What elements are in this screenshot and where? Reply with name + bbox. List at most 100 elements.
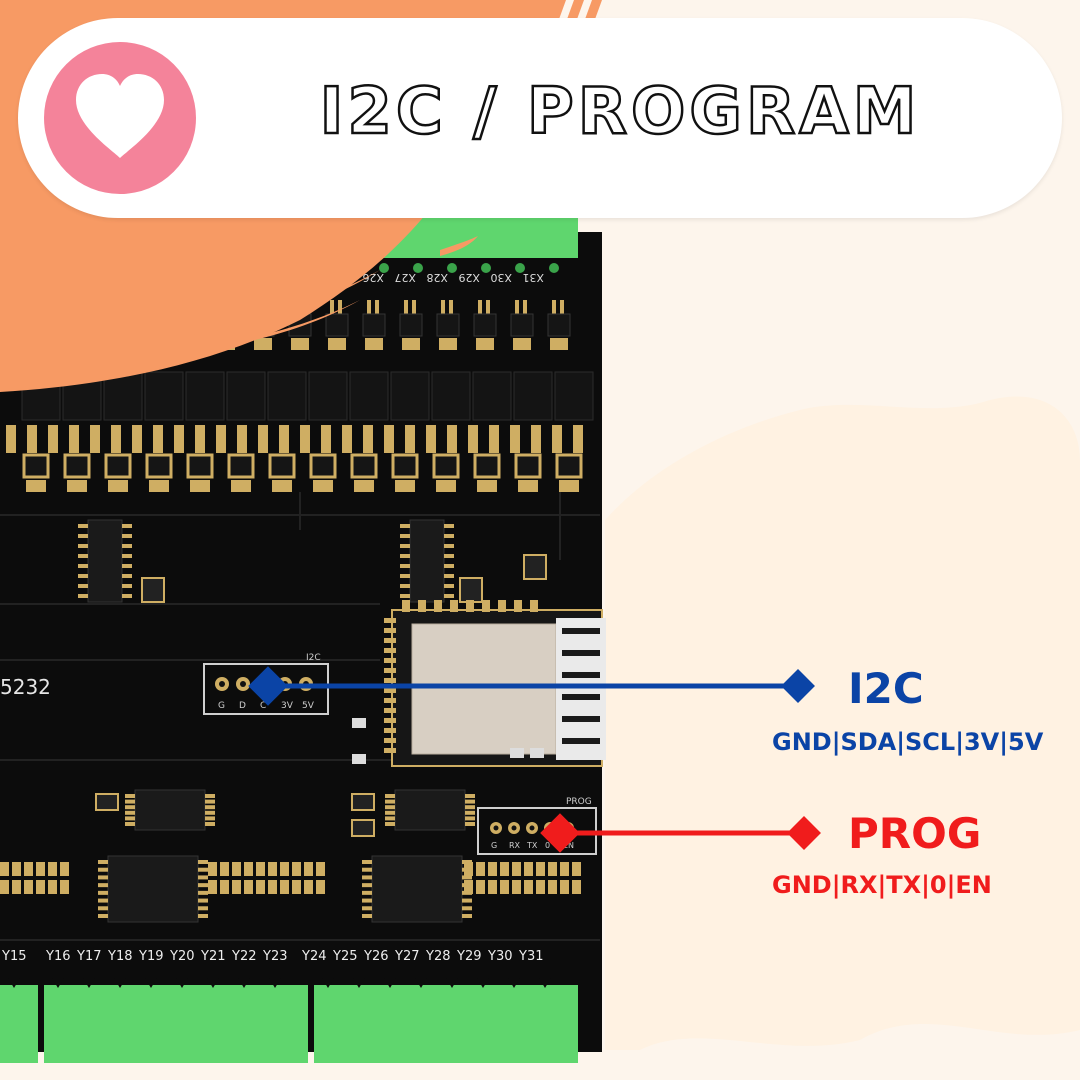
ic-chip — [371, 855, 463, 923]
smd-pad — [510, 748, 524, 758]
pin-pad — [559, 480, 579, 492]
pad — [36, 862, 45, 876]
smd-component — [104, 453, 132, 479]
relay-block — [144, 371, 184, 421]
ic-pin — [78, 574, 88, 578]
pin-pad — [375, 300, 379, 314]
prog-callout-pins: GND|RX|TX|0|EN — [772, 871, 992, 899]
pad — [292, 880, 301, 894]
esp-pin — [384, 658, 396, 663]
smd-component — [432, 453, 460, 479]
pad — [476, 880, 485, 894]
pin-pad — [254, 338, 272, 350]
pad — [447, 425, 457, 453]
esp-pin — [530, 600, 538, 612]
bottom-terminal-label: Y27 — [394, 949, 419, 964]
esp-pin — [384, 708, 396, 713]
antenna-trace — [562, 650, 600, 656]
terminal-screw — [114, 978, 126, 988]
ic-pin — [122, 534, 132, 538]
prog-connector-line — [540, 813, 821, 853]
pad — [573, 425, 583, 453]
ic-pin — [400, 574, 410, 578]
pad — [488, 880, 497, 894]
ic-pin — [198, 860, 208, 864]
pad — [208, 862, 217, 876]
pin-pad — [477, 480, 497, 492]
ic-pin — [444, 584, 454, 588]
antenna-trace — [562, 672, 600, 678]
ic-pin — [125, 822, 135, 826]
pad — [268, 880, 277, 894]
terminal-screw — [8, 978, 20, 988]
pad — [405, 425, 415, 453]
pin-pad — [26, 480, 46, 492]
pad — [256, 880, 265, 894]
ic-pin — [98, 898, 108, 903]
smd-component — [514, 453, 542, 479]
bottom-terminal-label: Y24 — [301, 949, 326, 964]
pad — [12, 862, 21, 876]
esp-pin — [498, 600, 506, 612]
esp-pin — [514, 600, 522, 612]
header-pin-hole — [219, 681, 225, 687]
ic-pin — [122, 594, 132, 598]
ic-pin — [385, 805, 395, 810]
pin-pad — [367, 300, 371, 314]
pad — [279, 425, 289, 453]
transistor — [325, 313, 349, 337]
ic-pin — [205, 799, 215, 804]
ic-pin — [205, 822, 215, 826]
ic-pin — [400, 524, 410, 528]
pad — [60, 880, 69, 894]
ic-pin — [400, 564, 410, 568]
pad — [69, 425, 79, 453]
ic-pin — [122, 524, 132, 528]
ic-pin — [205, 810, 215, 815]
prog-pin-silk: EN — [563, 841, 574, 850]
smd-component — [186, 453, 214, 479]
relay-block — [267, 371, 307, 421]
terminal-screw — [446, 978, 458, 988]
pad — [48, 880, 57, 894]
antenna-trace — [562, 738, 600, 744]
pin-pad — [560, 300, 564, 314]
ic-chip — [134, 789, 206, 831]
background-blob — [605, 396, 1080, 1050]
pad — [216, 425, 226, 453]
ic-pin — [362, 883, 372, 888]
bottom-terminal-label: Y17 — [76, 949, 101, 964]
ic-pin — [125, 805, 135, 810]
prog-callout-title: PROG — [848, 809, 982, 858]
i2c-header-outline — [203, 663, 329, 715]
smd-component — [391, 453, 419, 479]
pad — [536, 862, 545, 876]
ic-pin — [444, 594, 454, 598]
ic-pin — [122, 574, 132, 578]
pin-pad — [108, 480, 128, 492]
pad — [208, 880, 217, 894]
ic-pin — [444, 524, 454, 528]
pad — [300, 425, 310, 453]
top-terminal-label: X31 — [522, 271, 544, 284]
prog-pin-silk: TX — [526, 841, 538, 850]
top-terminal-label: X29 — [458, 271, 480, 284]
pad — [536, 880, 545, 894]
pad — [256, 862, 265, 876]
i2c-pin-silk: 5V — [302, 701, 315, 711]
pad — [48, 425, 58, 453]
pad — [48, 862, 57, 876]
ic-pin — [98, 883, 108, 888]
relay-block — [103, 371, 143, 421]
relay-block — [185, 371, 225, 421]
header-pin-hole — [493, 825, 499, 831]
esp-pin — [384, 628, 396, 633]
pad — [292, 862, 301, 876]
pad — [237, 425, 247, 453]
esp-antenna — [556, 618, 606, 760]
ic-pin — [198, 883, 208, 888]
pin-pad — [330, 300, 334, 314]
ic-pin — [98, 860, 108, 864]
pin-pad — [486, 300, 490, 314]
